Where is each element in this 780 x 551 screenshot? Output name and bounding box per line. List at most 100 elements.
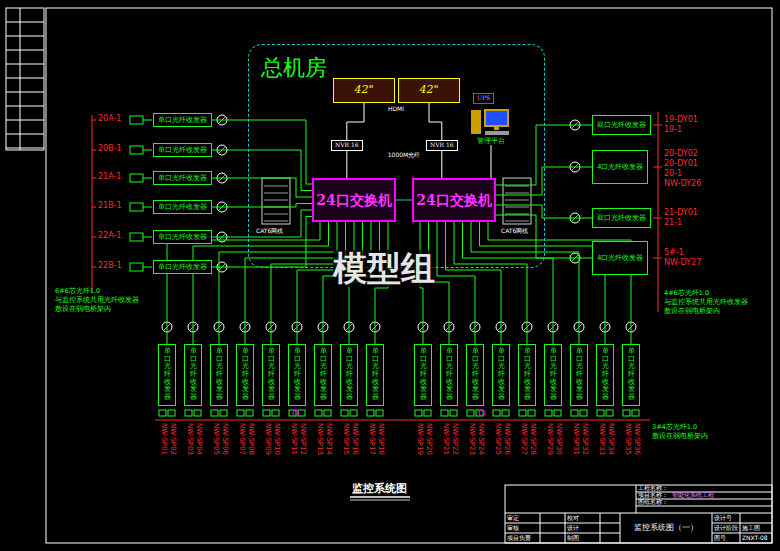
fiber-transceiver: 单口光纤收发器: [466, 344, 484, 406]
node-text: 单口光纤收发器: [576, 348, 583, 402]
camera-symbol: [130, 233, 143, 241]
title-block-rule: [712, 513, 713, 543]
node-text: 单口光纤收发器: [164, 348, 171, 402]
camera-id: NW-SP26: [502, 423, 510, 455]
fiber-transceiver: 单口光纤收发器: [544, 344, 562, 406]
camera-id: NW-SP31: [571, 423, 579, 455]
network-switch: 24口交换机: [312, 178, 396, 222]
drawing-title: 监控系统图: [352, 483, 407, 495]
camera-symbol: [571, 410, 578, 416]
camera-id: NW-SP36: [632, 423, 640, 455]
camera-symbol: [415, 410, 422, 416]
annotation-label: 22A-1: [98, 232, 121, 241]
camera-id: NW-SP13: [315, 423, 323, 455]
title-block-rule: [712, 523, 772, 524]
annotation-label: 22B-1: [98, 262, 122, 271]
node-text: NVR 16: [430, 142, 454, 149]
annotation-label: CAT6网线: [255, 228, 284, 235]
camera-symbol: [130, 203, 143, 211]
camera-symbol: [367, 410, 374, 416]
annotation-label: ZNXT-08: [742, 535, 768, 541]
fiber-transceiver: 单口光纤收发器: [366, 344, 384, 406]
fiber-transceiver: 4口光纤收发器: [592, 241, 648, 275]
title-block-rule: [505, 523, 620, 524]
title-underline: [350, 500, 410, 501]
annotation-label: 图纸名称：: [638, 500, 668, 506]
fiber-link: [437, 222, 475, 344]
annotation-label: 监控系统图（一）: [634, 524, 698, 532]
fiber-link: [396, 200, 412, 201]
fiber-line: [143, 267, 152, 268]
camera-symbol: [237, 410, 244, 416]
camera-symbol: [185, 410, 192, 416]
fiber-transceiver: 单口光纤收发器: [210, 344, 228, 406]
patch-panel-row: [264, 193, 288, 194]
annotation-label: 校对: [567, 515, 579, 521]
fiber-transceiver: 单口光纤收发器: [492, 344, 510, 406]
annotation-label: 审核: [507, 525, 519, 531]
camera-id: NW-SP22: [450, 423, 458, 455]
fiber-transceiver: 单口光纤收发器: [153, 113, 212, 127]
patch-panel-row: [505, 221, 529, 222]
network-switch: 24口交换机: [412, 178, 496, 222]
fiber-transceiver: 单口光纤收发器: [314, 344, 332, 406]
red-leader: [92, 267, 96, 268]
camera-symbol: [441, 410, 448, 416]
node-text: 24口交换机: [316, 192, 391, 208]
camera-symbol: [246, 410, 253, 416]
annotation-label: 施工图: [742, 525, 760, 531]
fiber-transceiver: 4口光纤收发器: [592, 150, 648, 184]
title-block-rule: [620, 513, 621, 543]
fiber-link: [441, 151, 442, 178]
annotation-label: 图号: [714, 535, 726, 541]
patch-panel-row: [505, 186, 529, 187]
camera-symbol: [580, 410, 587, 416]
title-block-rule: [712, 533, 772, 534]
node-text: 单口光纤收发器: [446, 348, 453, 402]
node-text: 单口光纤收发器: [420, 348, 427, 402]
annotation-label: 20-DY02: [664, 150, 698, 159]
red-leader: [653, 125, 662, 126]
annotation-label: 设计阶段: [714, 525, 738, 531]
annotation-label: CAT6网线: [500, 228, 529, 235]
annotation-label: NW-DY27: [664, 259, 701, 268]
node-text: 单口光纤收发器: [628, 348, 635, 402]
camera-id: NW-SP10: [272, 423, 280, 455]
annotation-label: 设计: [567, 525, 579, 531]
camera-symbol: [424, 410, 431, 416]
annotation-label: 制图: [567, 535, 579, 541]
ups-box: UPS: [473, 93, 494, 104]
camera-symbol: [623, 410, 630, 416]
annotation-label: 19-DY01: [664, 116, 698, 125]
fiber-link: [212, 217, 312, 267]
display-screen: 42": [398, 78, 460, 103]
camera-symbol: [315, 410, 322, 416]
title-block: [505, 485, 772, 543]
camera-id: NW-SP08: [246, 423, 254, 455]
camera-id: NW-SP28: [528, 423, 536, 455]
node-text: 24口交换机: [416, 192, 491, 208]
drawing-frame: [46, 8, 772, 543]
node-text: 单口光纤收发器: [158, 116, 207, 124]
camera-symbol: [502, 410, 509, 416]
annotation-label: 20-1: [664, 170, 682, 179]
node-text: 管理平台: [477, 137, 505, 145]
watermark: 模型组: [333, 250, 435, 287]
camera-symbol: [554, 410, 561, 416]
camera-symbol: [467, 410, 474, 416]
fiber-link: [429, 103, 442, 140]
camera-symbol: [519, 410, 526, 416]
camera-symbol: [528, 410, 535, 416]
fiber-transceiver: 单口光纤收发器: [184, 344, 202, 406]
patch-panel-row: [264, 186, 288, 187]
fiber-transceiver: 单口光纤收发器: [596, 344, 614, 406]
nvr-box: NVR 16: [331, 140, 363, 151]
camera-symbol: [450, 410, 457, 416]
red-leader: [92, 237, 96, 238]
camera-id: NW-SP04: [194, 423, 202, 455]
camera-id: NW-SP11: [289, 423, 297, 455]
camera-id: NW-SP24: [476, 423, 484, 455]
fiber-transceiver: 单口光纤收发器: [440, 344, 458, 406]
fiber-transceiver: 双口光纤收发器: [592, 208, 651, 228]
fiber-line: [143, 150, 152, 151]
